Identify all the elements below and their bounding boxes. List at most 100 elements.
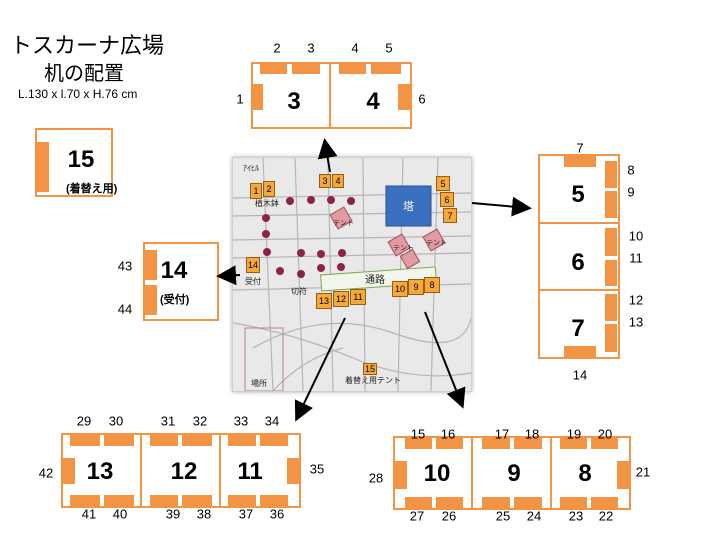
table-number: 14 bbox=[160, 257, 188, 284]
seat-number: 3 bbox=[307, 40, 315, 56]
table-divider bbox=[329, 62, 331, 129]
chair bbox=[292, 62, 320, 74]
chair bbox=[182, 435, 212, 446]
chair bbox=[560, 497, 587, 508]
chair bbox=[260, 495, 288, 506]
seat-number: 25 bbox=[495, 508, 511, 524]
seat-number: 12 bbox=[628, 292, 644, 308]
table-number: 8 bbox=[578, 460, 592, 487]
map-label-tent-b: テント bbox=[393, 245, 414, 252]
map-table-tile: 8 bbox=[424, 277, 440, 293]
seat-number: 16 bbox=[440, 426, 456, 442]
chair bbox=[605, 294, 617, 321]
seat-number: 31 bbox=[160, 413, 176, 429]
chair bbox=[37, 142, 49, 192]
table-number: 9 bbox=[507, 460, 521, 487]
seat-number: 1 bbox=[236, 91, 244, 107]
seat-number: 40 bbox=[112, 506, 128, 522]
table-number: 5 bbox=[571, 181, 585, 208]
table-number: 13 bbox=[86, 458, 114, 485]
map-label-tree: 植木鉢 bbox=[255, 199, 279, 208]
seat-number: 9 bbox=[627, 184, 635, 200]
seat-number: 4 bbox=[351, 40, 359, 56]
seat-number: 23 bbox=[568, 508, 584, 524]
chair bbox=[371, 62, 401, 74]
map-table-tile: 3 bbox=[319, 174, 331, 188]
chair bbox=[182, 495, 212, 506]
chair bbox=[482, 497, 510, 508]
chair bbox=[436, 497, 463, 508]
table-divider bbox=[140, 433, 142, 508]
chair bbox=[339, 62, 366, 74]
seat-number: 41 bbox=[81, 506, 97, 522]
chair bbox=[104, 495, 134, 506]
seat-number: 43 bbox=[117, 258, 133, 274]
map-table-tile: 10 bbox=[392, 281, 408, 297]
seat-number: 44 bbox=[117, 301, 133, 317]
seat-number: 35 bbox=[309, 461, 325, 477]
seat-number: 36 bbox=[269, 506, 285, 522]
chair bbox=[287, 458, 299, 484]
seat-number: 6 bbox=[418, 91, 426, 107]
map-label-ticket: 切符 bbox=[291, 287, 307, 296]
chair bbox=[591, 497, 618, 508]
chair bbox=[70, 435, 100, 446]
map-table-tile: 4 bbox=[332, 174, 344, 188]
seat-number: 2 bbox=[273, 40, 281, 56]
chair bbox=[617, 461, 629, 489]
seat-number: 10 bbox=[628, 228, 644, 244]
seat-number: 38 bbox=[196, 506, 212, 522]
arrow-to-right bbox=[471, 196, 532, 217]
table-number: 11 bbox=[237, 458, 263, 485]
table-note: (着替え用) bbox=[66, 183, 118, 195]
map-table-tile: 5 bbox=[436, 176, 450, 191]
map-label-tent-a: テント bbox=[333, 220, 354, 227]
seat-number: 17 bbox=[494, 426, 510, 442]
table-number: 6 bbox=[571, 249, 585, 276]
table-divider bbox=[471, 436, 473, 510]
map-label-top-left: ｱｲﾋﾙ bbox=[243, 164, 259, 173]
chair bbox=[398, 84, 410, 110]
chair bbox=[228, 495, 256, 506]
chair bbox=[405, 497, 432, 508]
seat-number: 26 bbox=[441, 508, 457, 524]
chair bbox=[150, 495, 178, 506]
chair bbox=[251, 84, 263, 110]
chair bbox=[260, 435, 288, 446]
map-table-tile: 2 bbox=[263, 181, 275, 197]
table-dimensions: L.130 x l.70 x H.76 cm bbox=[18, 87, 138, 101]
map-label-place: 場所 bbox=[251, 379, 267, 388]
table-number: 4 bbox=[366, 88, 380, 115]
chair bbox=[228, 435, 256, 446]
table-divider bbox=[538, 289, 620, 291]
chair bbox=[560, 438, 587, 449]
chair bbox=[564, 156, 596, 167]
table-divider bbox=[538, 222, 620, 224]
map-table-tile: 9 bbox=[408, 279, 424, 295]
table-number: 3 bbox=[287, 88, 301, 115]
chair bbox=[605, 191, 617, 218]
map-label-road: 通路 bbox=[365, 275, 385, 286]
table-note: (受付) bbox=[160, 294, 190, 306]
chair bbox=[395, 461, 407, 489]
chair bbox=[514, 438, 542, 449]
table-divider bbox=[550, 436, 552, 510]
plaza-map: 1 2 3 4 5 6 7 14 13 12 11 10 9 8 15 塔 通路… bbox=[232, 157, 472, 392]
seat-number: 32 bbox=[192, 413, 208, 429]
chair bbox=[260, 62, 287, 74]
seat-number: 37 bbox=[238, 506, 254, 522]
table-number: 15 bbox=[67, 146, 95, 173]
chair bbox=[150, 435, 178, 446]
table-number: 10 bbox=[423, 460, 451, 487]
map-label-tent: 着替え用テント bbox=[345, 376, 401, 385]
map-label-tent-c: テント bbox=[426, 240, 447, 247]
chair bbox=[591, 438, 618, 449]
chair bbox=[482, 438, 510, 449]
seat-number: 5 bbox=[385, 40, 393, 56]
seat-number: 18 bbox=[524, 426, 540, 442]
seat-number: 24 bbox=[526, 508, 542, 524]
seat-number: 11 bbox=[629, 250, 643, 266]
seat-number: 21 bbox=[635, 464, 651, 480]
chair bbox=[564, 346, 596, 357]
map-table-tile: 13 bbox=[316, 293, 332, 309]
